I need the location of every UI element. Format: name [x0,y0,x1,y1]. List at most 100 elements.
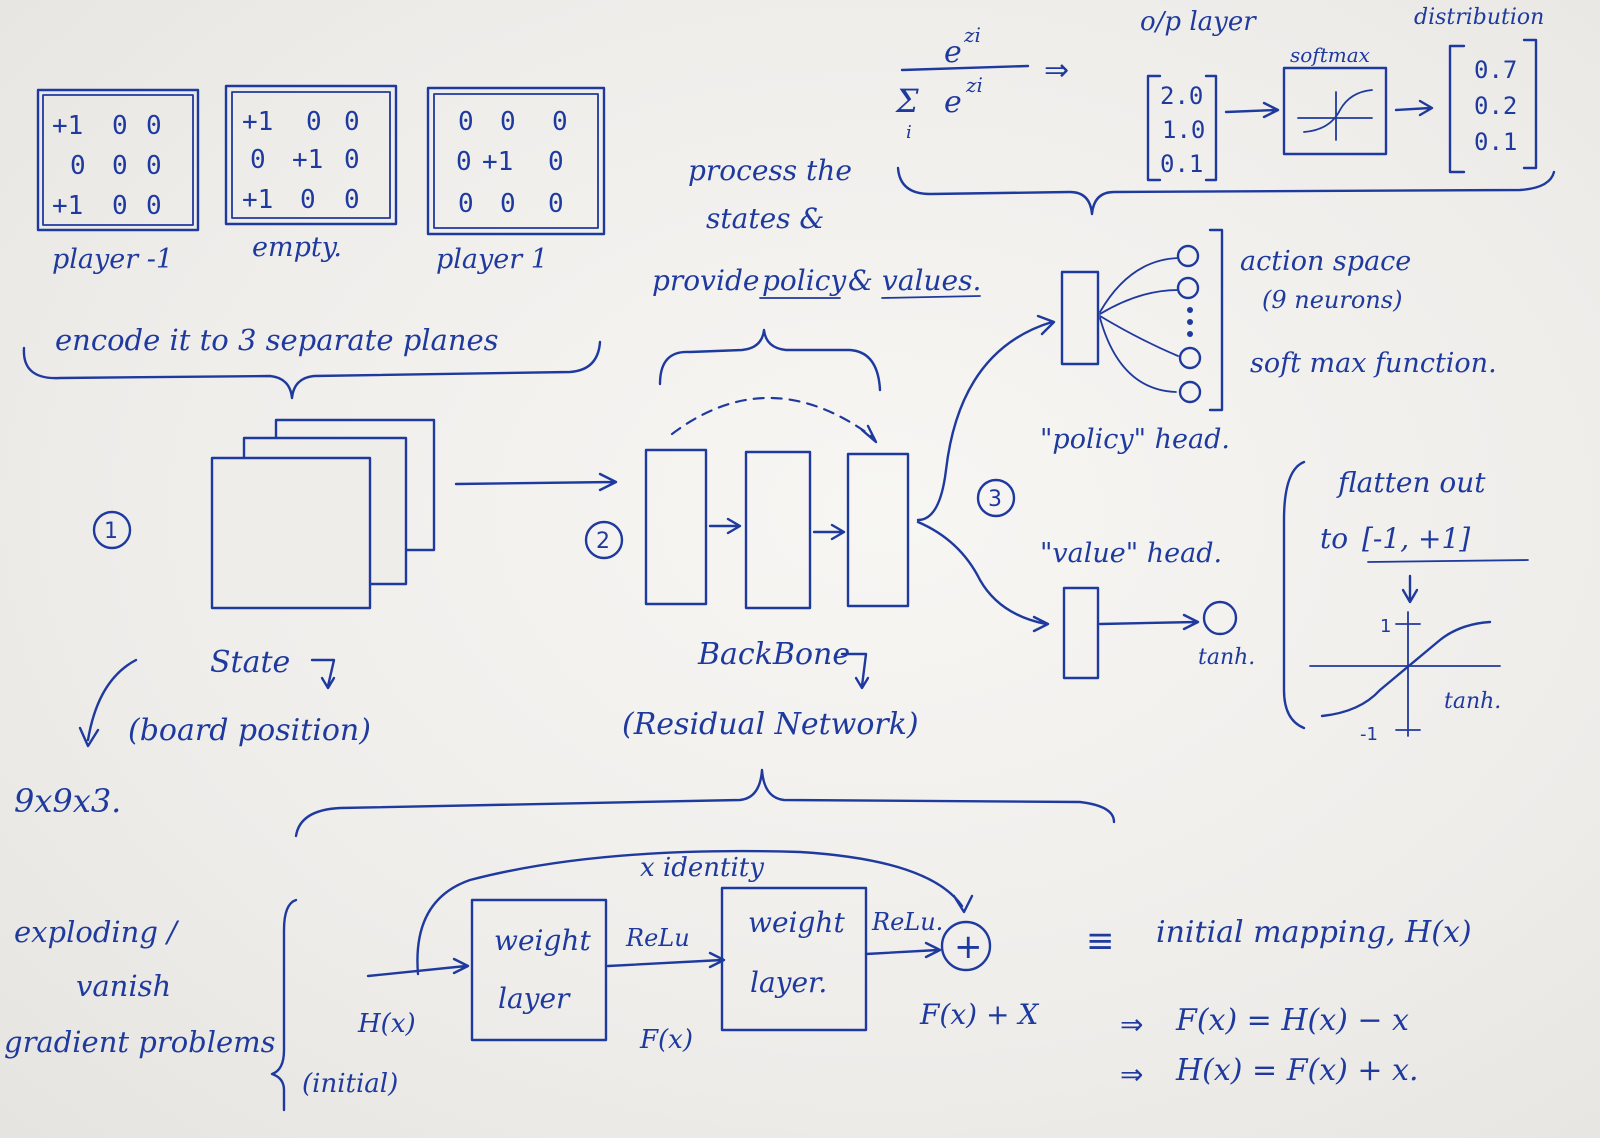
problem-line-2: vanish [76,969,171,1003]
problem-brace [270,898,298,1112]
range-underline [1367,559,1529,563]
fx-plus-x-label: F(x) + X [919,998,1039,1031]
plane-cell: 0 [500,107,516,137]
x-identity-label: x identity [640,853,764,883]
backbone-text-1: process the [688,154,852,187]
residual-brace [294,768,1116,838]
dist-value: 0.7 [1474,56,1517,84]
curved-arrow-icon [78,658,138,748]
flatten-label-2-to: to [1320,522,1348,555]
weight-layer-1-text-b: layer [498,982,571,1015]
encode-caption: encode it to 3 separate planes [55,323,499,357]
problem-line-3: gradient problems [4,1025,276,1059]
fx-label: F(x) [639,1025,693,1055]
plane-cell: 0 [112,111,128,141]
softmax-box [1282,66,1388,156]
state-down-arrow-icon [310,658,336,690]
plane-cell: +1 [242,185,273,215]
op-value: 2.0 [1160,82,1203,110]
formula-numerator-exp: zi [963,23,981,47]
distribution-brackets [1448,38,1538,174]
hx-label: H(x) [357,1009,416,1039]
plane-cell: +1 [242,107,273,137]
backbone-text-2: states & [706,202,824,235]
equiv-symbol: ≡ [1086,921,1115,961]
to-value-arrow-icon [916,520,1050,633]
state-label: State [210,645,290,680]
backbone-underlines [759,295,981,299]
plane-label: player 1 [436,244,548,275]
value-head-network [1062,586,1238,680]
plane-cell: 0 [344,107,360,137]
graph-plus-one: 1 [1380,616,1391,637]
encoding-plane-empty: +1 0 0 0 +1 0 +1 0 0 empty. [224,84,398,263]
plane-cell: 0 [344,185,360,215]
weight-layer-1 [470,898,608,1042]
weight-layer-2 [720,886,868,1032]
sum-node-plus: + [954,927,983,967]
skip-connection-dashed [670,396,876,440]
graph-tanh-label: tanh. [1444,689,1501,714]
eq1-arrow: ⇒ [1120,1008,1143,1041]
op-value: 0.1 [1160,150,1203,178]
dist-value: 0.1 [1474,128,1517,156]
plane-cell: 0 [306,107,322,137]
relu-1-label: ReLu [625,924,690,952]
backbone-policy-word: policy [762,264,847,297]
graph-minus-one: -1 [1360,724,1378,745]
eq2-arrow: ⇒ [1120,1058,1143,1091]
plane-cell: 0 [112,151,128,181]
value-head-label: "value" head. [1040,538,1222,569]
step-3-number: 3 [988,487,1002,512]
skip-arrowhead-icon [860,424,878,444]
backbone-amp: & [848,264,873,297]
weight-layer-2-text-b: layer. [750,966,827,999]
plane-cell: 0 [300,185,316,215]
initial-label: (initial) [302,1069,398,1099]
formula-denominator: e [944,85,962,120]
to-policy-arrow-icon [916,314,1056,522]
formula-denominator-exp: zi [965,73,983,97]
tanh-graph [1309,611,1501,737]
residual-blocks [644,448,910,610]
plane-cell: 0 [146,111,162,141]
softmax-fn-label: soft max function. [1250,348,1497,379]
eq1-text: F(x) = H(x) − x [1175,1003,1409,1038]
step-2-number: 2 [596,529,610,554]
state-dims: 9x9x3. [14,782,121,820]
relu-2-arrow-icon [864,941,942,959]
distribution-label: distribution [1414,5,1544,30]
flatten-label-2-range: [-1, +1] [1362,522,1470,555]
step-1-circle [92,510,132,550]
relu-2-label: ReLu. [871,908,943,936]
relu-1-arrow-icon [606,951,726,969]
backbone-down-arrow-icon [840,652,870,690]
flatten-brace [1282,460,1306,730]
plane-cell: 0 [112,191,128,221]
encoding-plane-player-minus-1: +1 0 0 0 0 0 +1 0 0 player -1 [36,88,200,275]
softmax-label: softmax [1290,43,1370,67]
action-space-label: action space [1240,246,1411,277]
problem-line-1: exploding / [14,915,180,949]
to-softmax-arrow-icon [1224,101,1280,119]
op-layer-label: o/p layer [1140,7,1257,37]
op-value: 1.0 [1162,116,1205,144]
formula-sigma-sub: i [906,122,912,143]
plane-cell: 0 [70,151,86,181]
backbone-label: BackBone [697,637,850,672]
identity-skip-arrow-icon [416,849,974,976]
formula-numerator: e [944,35,962,70]
plane-cell: 0 [500,189,516,219]
policy-head-network [1060,228,1224,412]
plane-cell: 0 [458,189,474,219]
softmax-brace [896,166,1556,216]
policy-head-label: "policy" head. [1040,424,1230,455]
state-tensor [210,418,436,610]
plane-label: player -1 [52,244,173,275]
plane-cell: 0 [146,191,162,221]
input-arrow-icon [366,957,470,978]
backbone-values-word: values. [882,264,981,297]
plane-cell: 0 [456,147,472,177]
